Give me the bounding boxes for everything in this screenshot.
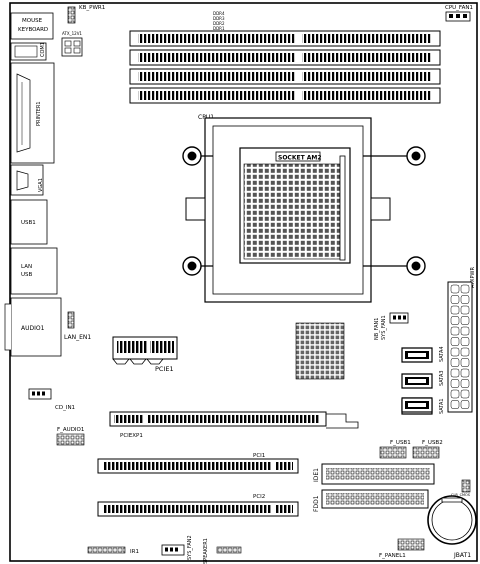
atx-pin — [450, 389, 460, 399]
sata4-label: SATA4 — [439, 346, 445, 362]
nb-fan-label: NB_FAN1 — [374, 318, 380, 340]
atx-pin — [460, 358, 470, 367]
sys-fan1-label: SYS_FAN1 — [381, 315, 387, 340]
cpu-fan-label: CPU_FAN1 — [445, 5, 473, 11]
f-usb2-label: F_USB2 — [422, 440, 443, 446]
ide1-label: IDE1 — [313, 468, 320, 482]
f-usb1-header — [379, 446, 407, 459]
pci1-label: PCI1 — [253, 453, 265, 459]
atx-pin — [450, 368, 460, 378]
atx-pin — [460, 379, 470, 388]
cmos-battery — [427, 495, 477, 545]
atx-pin — [450, 284, 460, 294]
fdd-connector — [321, 489, 429, 509]
atx-pin — [450, 337, 460, 346]
kb-pwr-label: KB_PWR1 — [79, 5, 105, 11]
lan-label: LAN — [21, 264, 32, 270]
atx-pin — [460, 284, 470, 294]
atx-pin — [460, 305, 470, 315]
ir-header — [87, 546, 126, 554]
atx-pin — [460, 337, 470, 346]
atx-pin — [460, 347, 470, 357]
pci2-label: PCI2 — [253, 494, 265, 500]
dimm-slots — [129, 30, 441, 104]
ddr1-label: DDR1 — [213, 26, 225, 31]
sata3-label: SATA3 — [439, 370, 445, 386]
jbat-label: JBAT1 — [453, 552, 471, 559]
cpu-socket-retention: SOCKET AM2 — [182, 117, 426, 303]
lan-en-jumper — [67, 311, 75, 329]
atx-pin — [450, 326, 460, 336]
pcie-x1-slot — [112, 336, 178, 365]
f-audio-header — [56, 433, 85, 446]
lan-en-label: LAN_EN1 — [64, 334, 91, 341]
kb-pwr-header — [67, 6, 76, 24]
pciexp-label: PCIEXP1 — [120, 433, 143, 439]
lan-usb-label: USB — [21, 272, 33, 278]
ide-connector — [321, 463, 435, 485]
socket-label: SOCKET AM2 — [278, 155, 322, 162]
f-audio-label: F_AUDIO1 — [57, 427, 84, 433]
ddr3-label: DDR3 — [213, 16, 225, 21]
audio-port — [10, 297, 62, 357]
atx-pin — [450, 316, 460, 325]
atx-pin — [460, 400, 470, 409]
pcie-x16-slot — [109, 411, 359, 429]
chipset-heatsink — [295, 322, 345, 380]
sys-fan2-label: SYS_FAN2 — [187, 535, 193, 560]
atx-pin — [450, 347, 460, 357]
f-panel-header — [397, 538, 425, 551]
printer-label: PRINTER1 — [36, 101, 42, 126]
f-usb1-label: F_USB1 — [390, 440, 411, 446]
ddr4-label: DDR4 — [213, 11, 225, 16]
cd-in-label: CD_IN1 — [55, 405, 75, 411]
lan-usb-port — [10, 247, 58, 295]
atx-pin — [450, 295, 460, 304]
clr-cmos-jumper — [461, 479, 471, 493]
vga-label: VGA1 — [38, 178, 44, 192]
speaker-label: SPEAKER1 — [203, 538, 209, 564]
usb-port — [10, 199, 48, 245]
ps2-port — [10, 12, 54, 40]
clr-cmos-label: CLR_CMOS — [451, 493, 471, 497]
atx-pin — [460, 389, 470, 399]
usb-label: USB1 — [21, 220, 36, 226]
pci-slot-2 — [97, 501, 299, 517]
atx-pin — [450, 305, 460, 315]
audio-label: AUDIO1 — [21, 325, 45, 332]
atx-pin — [460, 316, 470, 325]
atx-pin — [460, 326, 470, 336]
com-label: COM1 — [40, 42, 46, 57]
fdd-label: FDD1 — [313, 495, 320, 512]
atx12v-label: ATX_12V1 — [62, 31, 82, 36]
pci-slot-1 — [97, 458, 299, 474]
ddr2-label: DDR2 — [213, 21, 225, 26]
f-panel-label: F_PANEL1 — [379, 553, 406, 559]
speaker-header — [216, 546, 242, 554]
atx-pin — [450, 400, 460, 409]
f-usb2-header — [412, 446, 440, 459]
mouse-label: MOUSE — [22, 18, 43, 24]
atx-pin — [450, 379, 460, 388]
ir-label: IR1 — [130, 549, 139, 555]
atx-pin — [460, 295, 470, 304]
pcie1-label: PCIE1 — [155, 365, 174, 373]
atx-pin — [460, 368, 470, 378]
keyboard-label: KEYBOARD — [18, 27, 48, 33]
sata1-label: SATA1 — [439, 398, 445, 414]
atx-pin — [450, 358, 460, 367]
atxpwr-label: ATXPWR — [470, 267, 476, 288]
